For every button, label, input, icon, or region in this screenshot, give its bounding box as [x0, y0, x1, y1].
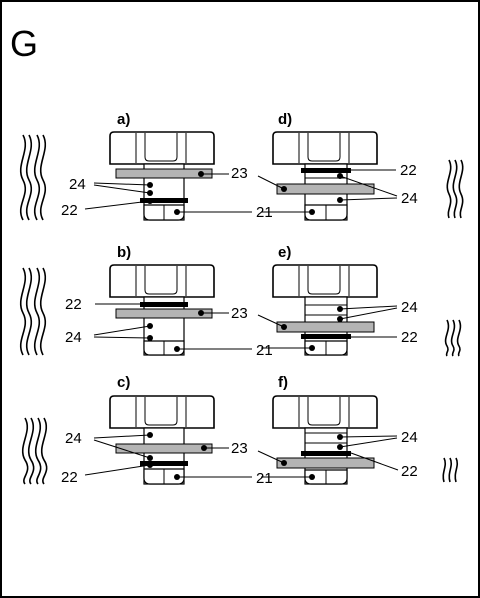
panel-a: a) 23 24 22 21 [61, 111, 273, 221]
callout-22: 22 [401, 329, 418, 346]
panel-b: b) 22 23 24 21 [65, 244, 273, 359]
panel-d-bolt-head [304, 204, 348, 221]
callout-23: 23 [231, 305, 248, 322]
panel-b-washer [115, 308, 213, 319]
panel-b-bolt-head [143, 340, 185, 356]
callout-24: 24 [401, 190, 418, 207]
panel-c-seal [140, 461, 188, 466]
thread-symbols [19, 134, 464, 485]
panel-d-label: d) [278, 111, 292, 128]
wavy-lines-icon [442, 457, 459, 483]
panel-e: e) 24 22 [257, 244, 418, 356]
callout-22: 22 [65, 296, 82, 313]
wavy-lines-icon [19, 267, 47, 356]
callout-24: 24 [65, 430, 82, 447]
wavy-lines-icon [446, 159, 464, 219]
callout-23: 23 [231, 440, 248, 457]
figure-letter: G [10, 23, 38, 64]
panel-d-nut [272, 131, 378, 165]
callout-24: 24 [401, 299, 418, 316]
wavy-lines-icon [19, 134, 47, 221]
panel-d: d) 22 24 [257, 111, 418, 221]
callout-24: 24 [69, 176, 86, 193]
panel-e-bolt-head [304, 340, 348, 356]
panel-e-seal [301, 334, 351, 339]
panel-a-washer [115, 168, 213, 179]
callout-22: 22 [401, 463, 418, 480]
wavy-lines-icon [21, 417, 48, 485]
callout-23: 23 [231, 165, 248, 182]
callout-21: 21 [256, 470, 273, 487]
callout-21: 21 [256, 342, 273, 359]
panel-b-nut [109, 264, 215, 298]
panel-a-nut [109, 131, 215, 165]
panel-b-seal [140, 302, 188, 307]
panel-f-bolt-head [304, 469, 348, 485]
panel-f-washer [276, 457, 375, 469]
panel-e-washer [276, 321, 375, 333]
callout-22: 22 [61, 202, 78, 219]
panel-f-label: f) [278, 374, 288, 391]
panel-f-seal [301, 451, 351, 456]
panel-a-bolt-head [143, 204, 185, 221]
panel-d-washer [276, 183, 375, 195]
panel-e-label: e) [278, 244, 291, 261]
panel-b-label: b) [117, 244, 131, 261]
panel-f: f) 24 22 [257, 374, 418, 485]
panel-e-nut [272, 264, 378, 298]
panel-a-label: a) [117, 111, 130, 128]
panel-a-seal [140, 198, 188, 203]
wavy-lines-icon [444, 319, 462, 357]
panel-f-nut [272, 395, 378, 429]
panel-c-nut [109, 395, 215, 429]
panel-c: c) 24 23 22 21 [61, 374, 273, 487]
panel-d-seal [301, 168, 351, 173]
callout-22: 22 [400, 162, 417, 179]
callout-22: 22 [61, 469, 78, 486]
panel-c-bolt-head [143, 468, 185, 485]
panel-c-label: c) [117, 374, 130, 391]
callout-24: 24 [401, 429, 418, 446]
callout-24: 24 [65, 329, 82, 346]
